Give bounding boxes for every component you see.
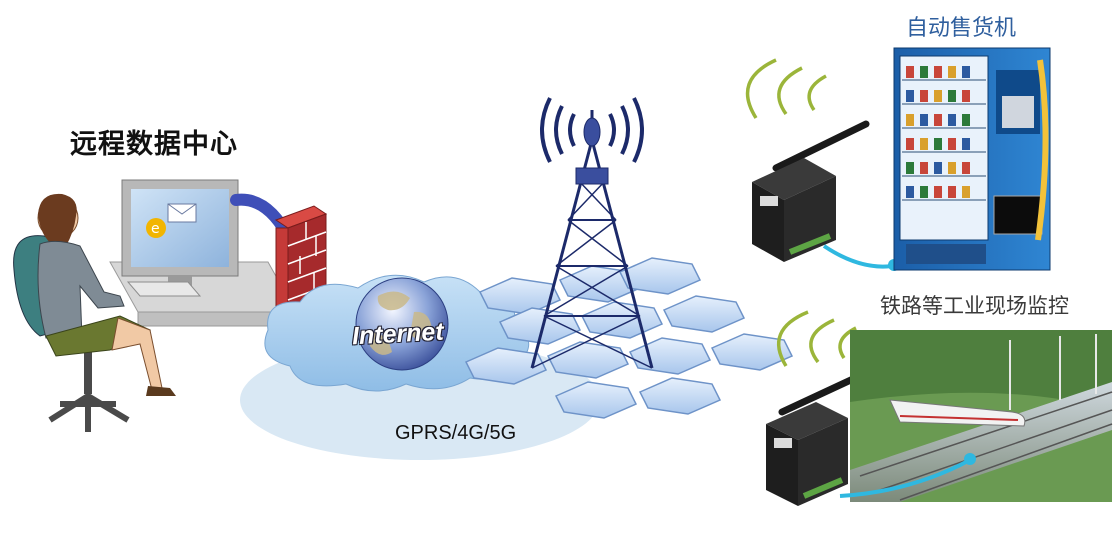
vending-machine-label: 自动售货机 [906, 16, 1017, 41]
railway-photo [850, 330, 1113, 502]
person-jacket [37, 240, 125, 339]
internet-globe-icon [355, 277, 449, 371]
monitor-stand [168, 276, 192, 286]
browser-icon-glyph: e [151, 221, 160, 237]
browser-icon [146, 218, 166, 238]
data-center-workstation: e [13, 179, 297, 432]
cable-connector [964, 453, 976, 465]
wireless-signal-icon [540, 97, 644, 163]
monitor-screen [131, 189, 229, 267]
mail-icon-flap [167, 203, 197, 215]
person-legs [111, 317, 163, 391]
keyboard [126, 281, 202, 297]
hexagon-cell-network-icon [464, 257, 794, 419]
vending-machine-image [893, 47, 1051, 271]
railway-monitoring-label: 铁路等工业现场监控 [880, 294, 1069, 318]
network-type-label: GPRS/4G/5G [395, 422, 517, 444]
4g-dtu-modem-icon [766, 368, 872, 506]
data-center-title: 远程数据中心 [70, 129, 238, 160]
cell-tower-icon [530, 110, 654, 369]
internet-label: Internet [351, 317, 445, 351]
4g-dtu-modem-icon [752, 120, 870, 262]
chair-base [48, 392, 130, 432]
antenna-link-cable [822, 244, 893, 269]
wireless-signal-icon [745, 58, 827, 119]
antenna-link-cable [839, 458, 971, 498]
chair-pole [84, 344, 92, 394]
person-shoes [146, 386, 176, 396]
wireless-signal-icon [776, 310, 857, 367]
person-hair [38, 193, 77, 246]
